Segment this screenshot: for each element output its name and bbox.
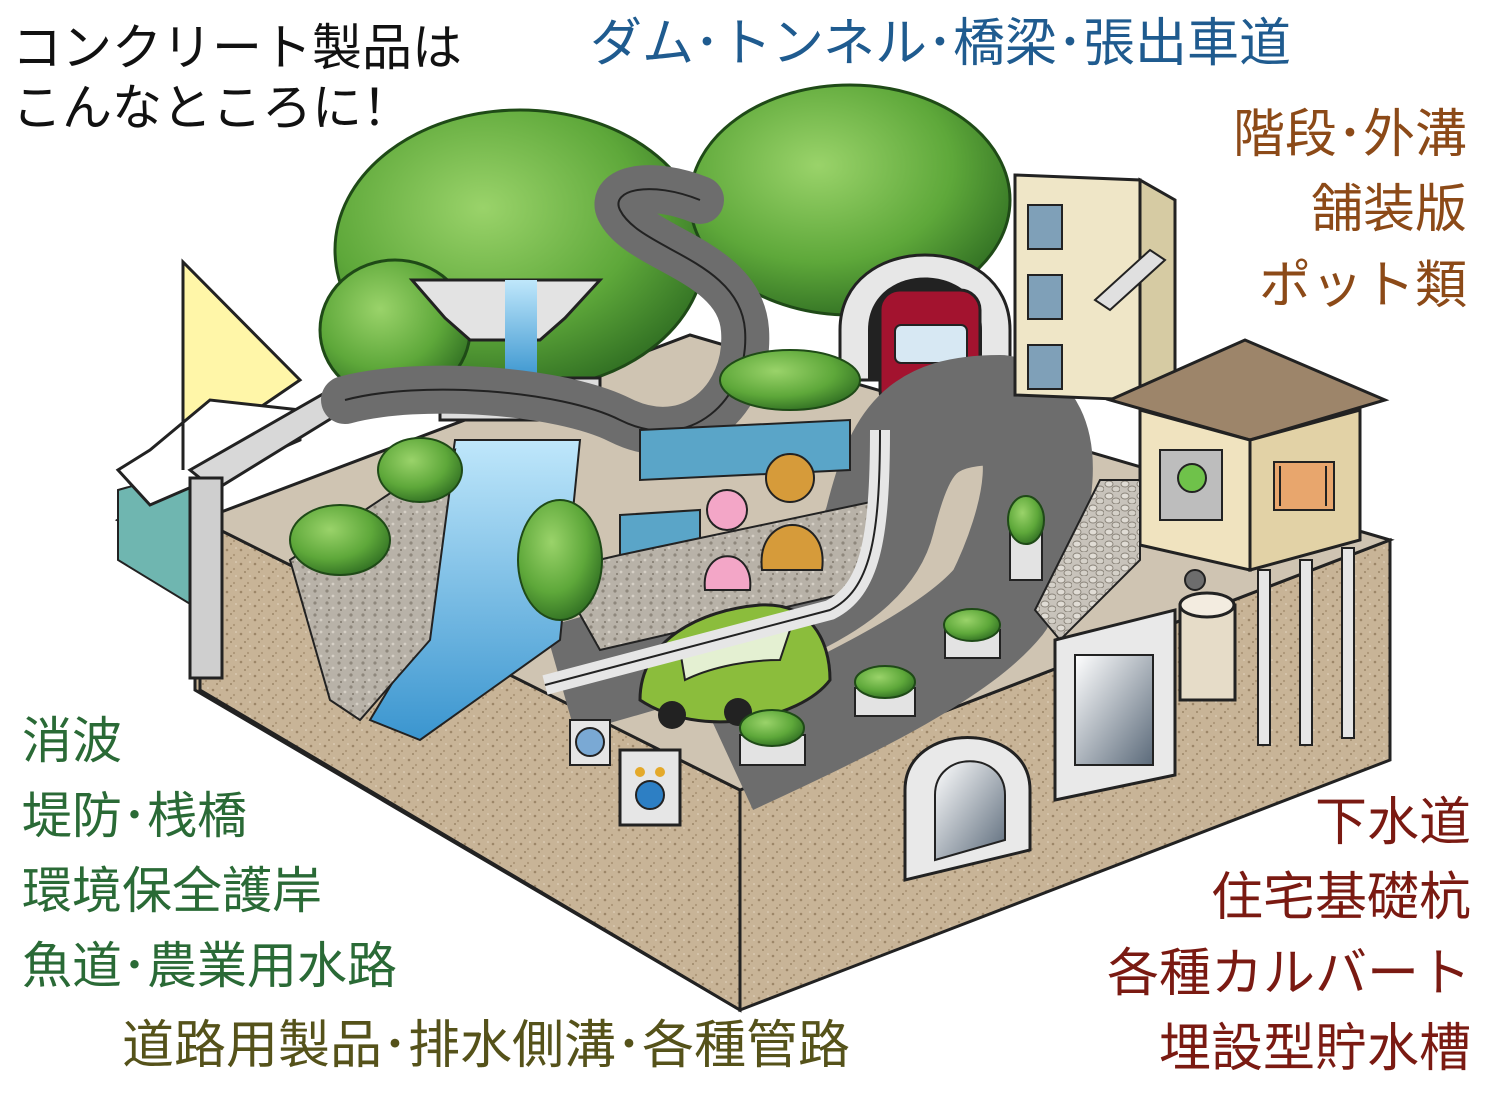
arch-culvert bbox=[903, 736, 1032, 882]
box-culvert bbox=[1053, 608, 1177, 802]
house bbox=[1105, 338, 1390, 572]
paved-path bbox=[1033, 479, 1141, 642]
person-in-house-icon bbox=[1177, 463, 1207, 493]
person-pink-icon bbox=[703, 489, 752, 591]
label-sewer: 下水道 bbox=[1314, 793, 1471, 853]
label-wave-dissipation: 消波 bbox=[22, 712, 122, 770]
title-line-2: こんなところに！ bbox=[12, 79, 412, 137]
label-eco-revetment: 環境保全護岸 bbox=[22, 862, 322, 920]
shrub-2 bbox=[377, 437, 463, 503]
label-culverts: 各種カルバート bbox=[1106, 943, 1471, 1004]
rice-paddy-1 bbox=[639, 418, 851, 482]
label-road-products: 道路用製品･排水側溝･各種管路 bbox=[122, 1016, 851, 1076]
label-group-waterfront: 消波 堤防･桟橋 環境保全護岸 魚道･農業用水路 bbox=[22, 704, 397, 1004]
shrub-4 bbox=[719, 349, 861, 411]
label-storage-tank: 埋設型貯水槽 bbox=[1158, 1019, 1471, 1080]
label-pots: ポット類 bbox=[1258, 255, 1467, 316]
label-group-underground: 下水道 住宅基礎杭 各種カルバート 埋設型貯水槽 bbox=[1107, 786, 1471, 1088]
label-embankment-pier: 堤防･桟橋 bbox=[22, 787, 247, 845]
person-orange-icon bbox=[760, 453, 824, 571]
apartment-building bbox=[1013, 173, 1177, 403]
label-fishway-irrigation: 魚道･農業用水路 bbox=[22, 937, 397, 995]
pier-post bbox=[188, 476, 224, 680]
label-foundation-pile: 住宅基礎杭 bbox=[1210, 868, 1471, 929]
label-group-exterior: 階段･外溝 舗装版 ポット類 bbox=[1233, 98, 1467, 324]
manhole-icon bbox=[1184, 569, 1206, 591]
label-stairs-exterior: 階段･外溝 bbox=[1232, 105, 1467, 165]
utility-duct bbox=[618, 748, 682, 827]
storage-tank bbox=[1178, 591, 1237, 702]
label-dam-tunnel-bridge: ダム･トンネル･橋梁･張出車道 bbox=[590, 14, 1291, 74]
page-title: コンクリート製品は こんなところに！ bbox=[12, 18, 462, 138]
shrub-3 bbox=[517, 499, 603, 621]
dam-waterfall bbox=[505, 280, 537, 380]
label-paving-slab: 舗装版 bbox=[1310, 180, 1467, 241]
title-line-1: コンクリート製品は bbox=[12, 19, 462, 77]
shrub-1 bbox=[289, 504, 391, 576]
planter-boxes bbox=[739, 495, 1045, 766]
foundation-piles bbox=[1257, 547, 1355, 746]
drain-pipe bbox=[569, 719, 611, 766]
